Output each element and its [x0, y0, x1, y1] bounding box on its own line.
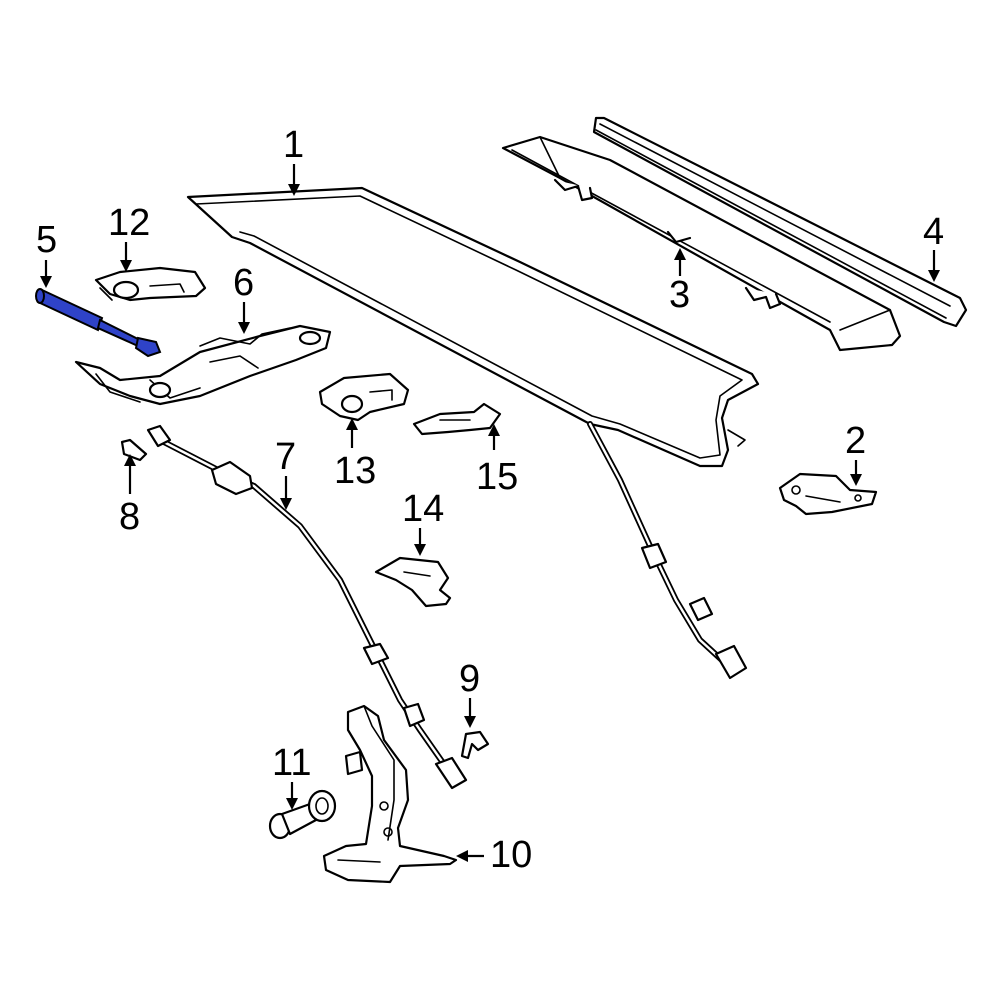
- callout-9[interactable]: 9: [459, 658, 481, 700]
- callout-11[interactable]: 11: [272, 742, 312, 784]
- callout-14[interactable]: 14: [402, 488, 445, 530]
- part-3-spoiler[interactable]: [501, 135, 902, 352]
- callout-1[interactable]: 1: [283, 124, 305, 166]
- part-7-release-cable[interactable]: [146, 421, 748, 790]
- part-6-hinge-assembly[interactable]: [74, 324, 332, 406]
- part-15-clip[interactable]: [412, 402, 502, 436]
- part-5-lift-support[interactable]: [35, 288, 162, 358]
- callout-5[interactable]: 5: [36, 219, 58, 261]
- callout-8[interactable]: 8: [119, 496, 141, 538]
- callout-12[interactable]: 12: [108, 202, 151, 244]
- callout-6[interactable]: 6: [233, 262, 255, 304]
- part-12-hinge[interactable]: [94, 266, 207, 302]
- callout-2[interactable]: 2: [845, 420, 867, 462]
- callout-10[interactable]: 10: [490, 834, 533, 876]
- callout-7[interactable]: 7: [275, 436, 297, 478]
- callout-15[interactable]: 15: [476, 456, 519, 498]
- callout-4[interactable]: 4: [923, 211, 945, 253]
- part-8-clip[interactable]: [120, 438, 148, 462]
- part-13-bracket[interactable]: [318, 372, 410, 422]
- part-10-latch-bracket[interactable]: [322, 704, 458, 884]
- part-11-bolt[interactable]: [268, 789, 337, 840]
- part-4-seal[interactable]: [592, 116, 968, 328]
- leader-lines: [40, 164, 940, 862]
- part-1-trunk-lid[interactable]: [186, 186, 760, 468]
- part-2-bracket[interactable]: [778, 472, 878, 516]
- part-9-pin[interactable]: [460, 730, 490, 760]
- part-14-plate[interactable]: [374, 556, 452, 608]
- callout-3[interactable]: 3: [669, 274, 691, 316]
- callout-13[interactable]: 13: [334, 450, 377, 492]
